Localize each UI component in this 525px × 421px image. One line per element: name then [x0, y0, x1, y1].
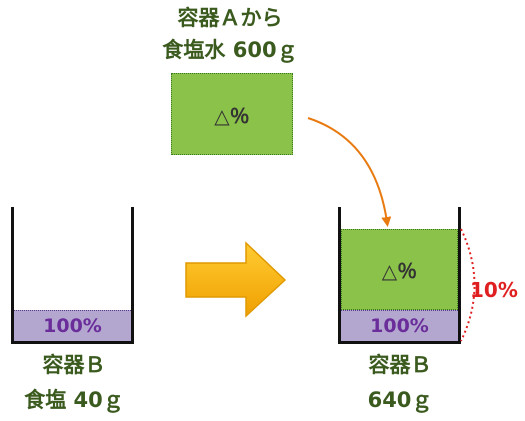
right-container-wall-left	[338, 207, 341, 344]
transfer-arrow	[185, 241, 287, 318]
left-container-wall-left	[11, 207, 14, 344]
right-solution-layer: △％	[341, 229, 458, 310]
source-label-line1: 容器Ａから	[177, 6, 283, 30]
right-salt-layer: 100%	[341, 310, 458, 341]
right-container-label-line1: 容器Ｂ	[368, 353, 432, 377]
right-container-bottom	[338, 341, 461, 344]
mixed-percent-label: 10%	[470, 278, 518, 302]
right-container-label-line2: 640ｇ	[367, 388, 433, 412]
right-solution-text: △％	[381, 259, 418, 283]
saltwater-box: △％	[171, 73, 293, 155]
left-container-bottom	[11, 341, 134, 344]
right-container-wall-right	[458, 207, 461, 344]
left-container-label-line1: 容器Ｂ	[42, 353, 106, 377]
saltwater-box-text: △％	[214, 103, 250, 128]
right-salt-text: 100%	[370, 315, 429, 337]
pour-arrow	[307, 117, 392, 227]
left-container-label-line2: 食塩 40ｇ	[24, 388, 124, 412]
left-salt-text: 100%	[43, 315, 102, 337]
source-label-line2: 食塩水 600ｇ	[162, 38, 298, 62]
left-container-wall-right	[131, 207, 134, 344]
left-salt-layer: 100%	[14, 310, 131, 341]
